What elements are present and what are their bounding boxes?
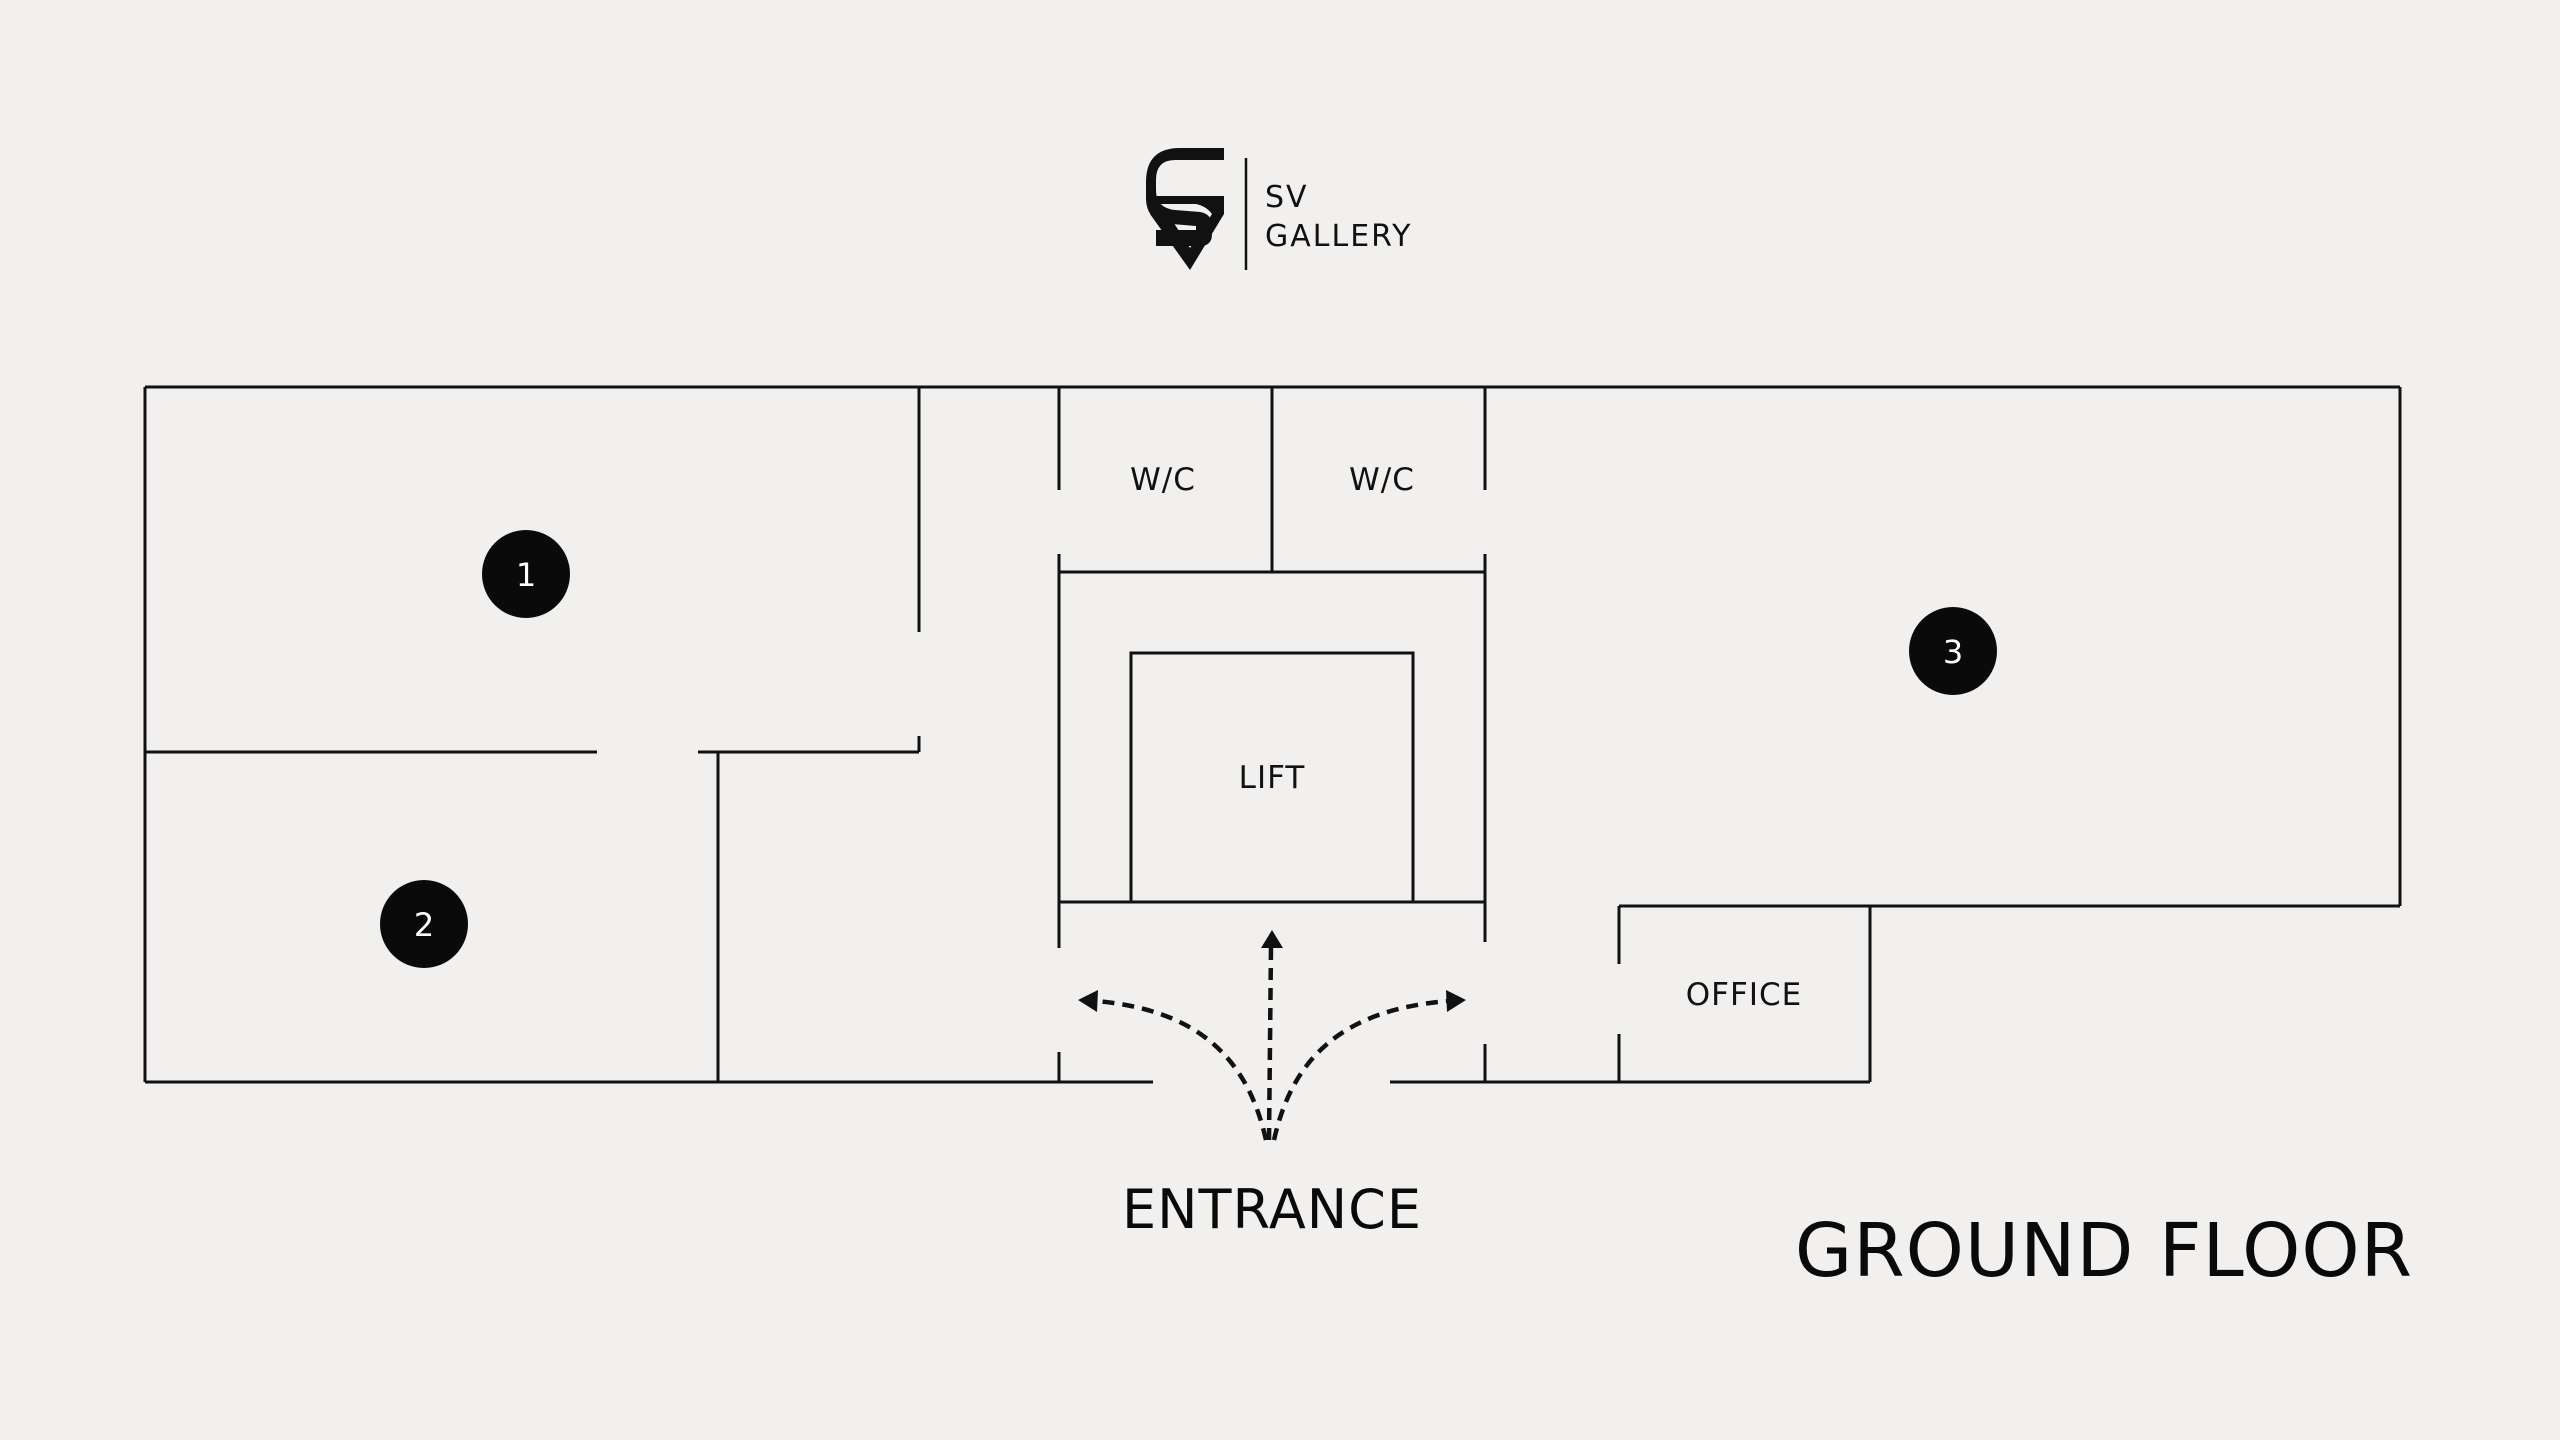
- arrow-left-icon: [1078, 990, 1098, 1012]
- room-marker-1-number: 1: [516, 556, 536, 594]
- room-marker-1[interactable]: 1: [482, 530, 570, 618]
- logo-line1: SV: [1265, 180, 1309, 215]
- sv-logo-mark-icon: [1146, 148, 1224, 270]
- office-label: OFFICE: [1686, 977, 1802, 1013]
- room-marker-2-number: 2: [414, 906, 434, 944]
- floor-plan-walls: [143, 385, 2402, 1084]
- gallery-logo: SV GALLERY: [1146, 148, 1412, 270]
- wc-right-label: W/C: [1349, 462, 1415, 498]
- wc-left-label: W/C: [1130, 462, 1196, 498]
- route-arrow-left: [1095, 998, 1269, 1141]
- lift-label: LIFT: [1239, 760, 1306, 796]
- route-arrow-right: [1271, 998, 1449, 1141]
- logo-line2: GALLERY: [1265, 219, 1412, 254]
- entrance-route-arrows: [1078, 930, 1466, 1141]
- entrance-label: ENTRANCE: [1122, 1178, 1422, 1241]
- floor-title: GROUND FLOOR: [1795, 1208, 2413, 1294]
- arrow-up-icon: [1261, 930, 1283, 948]
- arrow-right-icon: [1446, 990, 1466, 1012]
- route-arrow-up: [1266, 945, 1274, 1141]
- room-marker-3[interactable]: 3: [1909, 607, 1997, 695]
- room-marker-3-number: 3: [1943, 633, 1963, 671]
- room-marker-2[interactable]: 2: [380, 880, 468, 968]
